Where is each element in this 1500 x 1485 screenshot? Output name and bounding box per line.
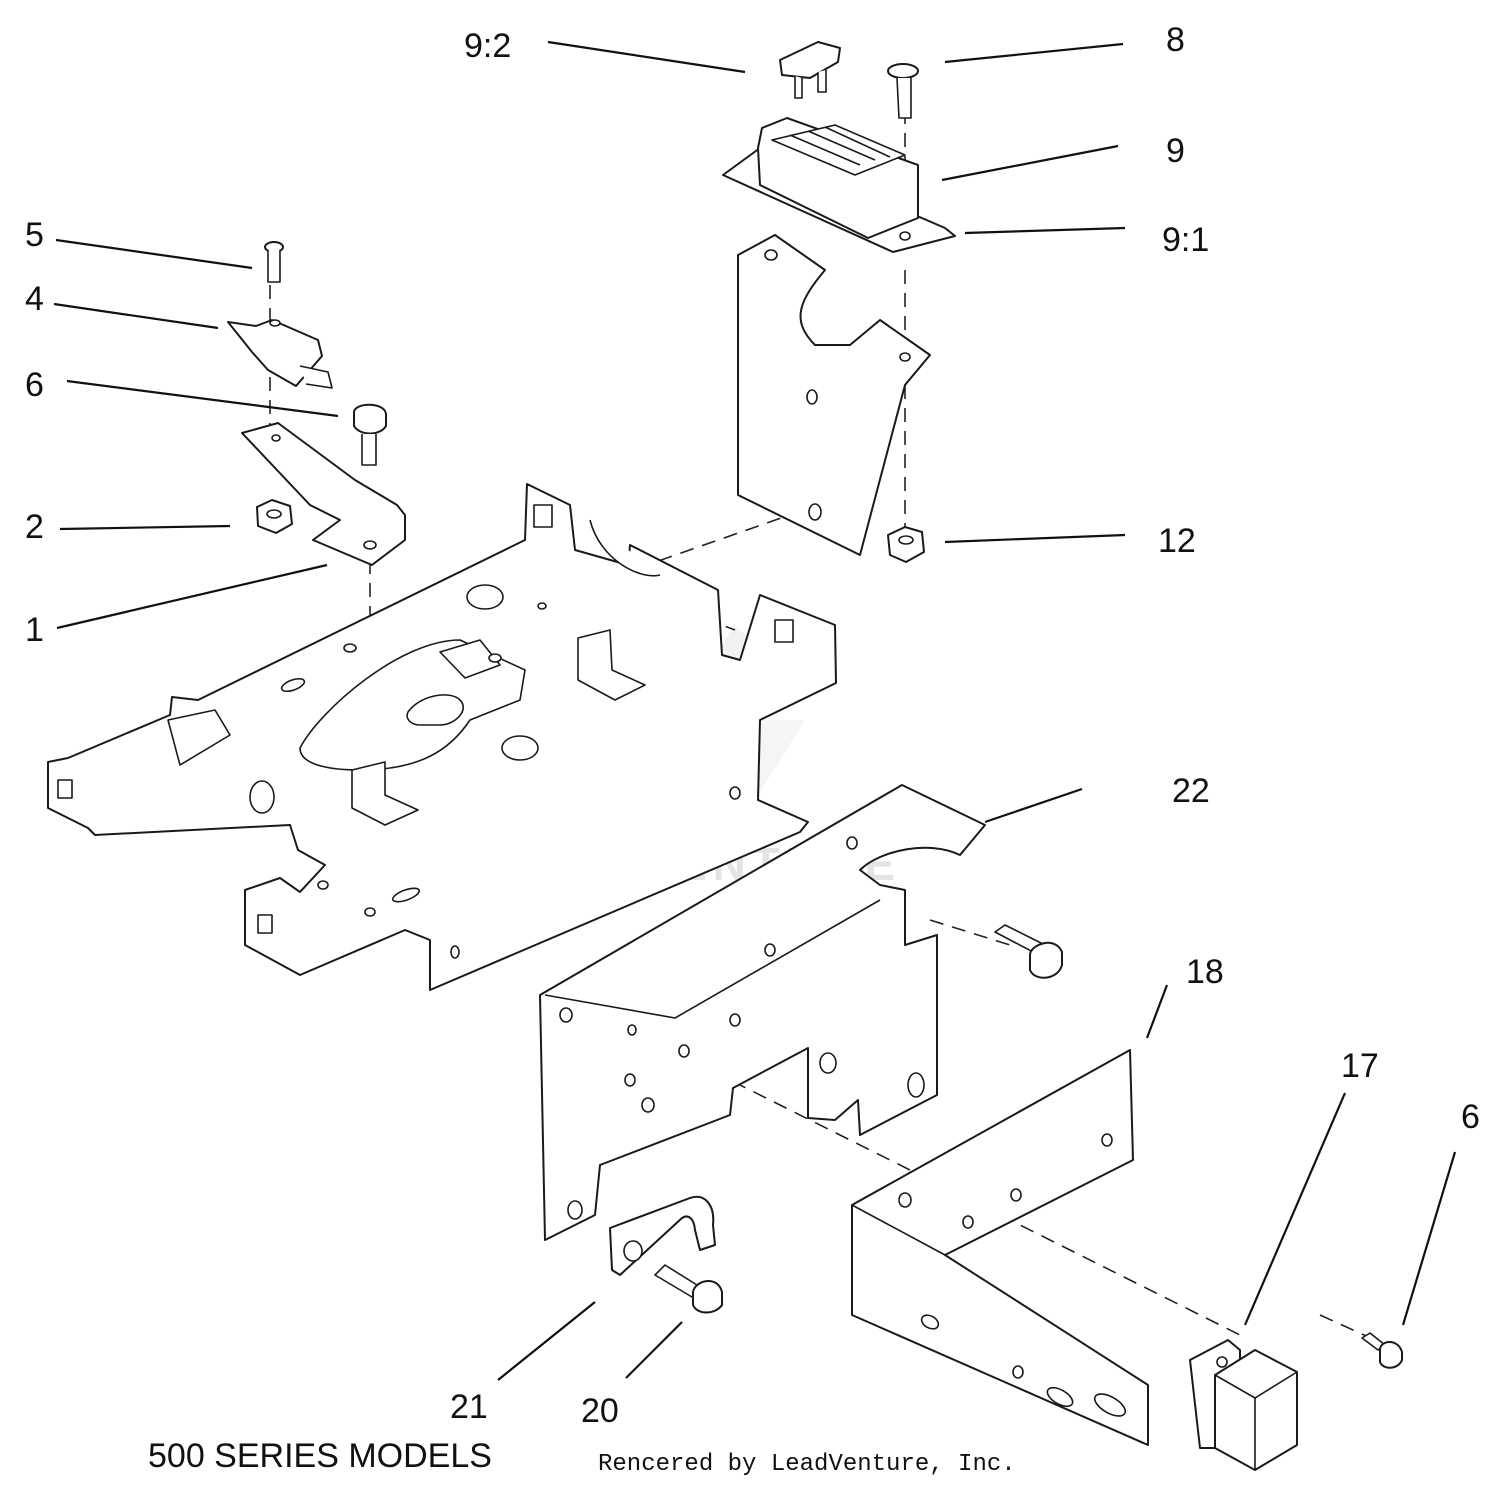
cable-clamp bbox=[609, 1195, 716, 1276]
angle-bracket bbox=[851, 1049, 1149, 1446]
label-9-1: 9:1 bbox=[1162, 221, 1209, 259]
render-credit: Rencered by LeadVenture, Inc. bbox=[598, 1451, 1016, 1478]
label-17: 17 bbox=[1341, 1047, 1379, 1085]
leader-lines bbox=[53, 40, 1457, 1381]
label-6-bottom: 6 bbox=[1461, 1098, 1480, 1136]
label-1: 1 bbox=[25, 611, 44, 649]
label-6-top: 6 bbox=[25, 366, 44, 404]
fuse-9-2 bbox=[779, 41, 841, 99]
vertical-bracket bbox=[539, 784, 986, 1241]
nut-2 bbox=[256, 499, 293, 534]
label-12: 12 bbox=[1158, 522, 1196, 560]
nut-12 bbox=[887, 526, 925, 563]
label-22: 22 bbox=[1172, 772, 1210, 810]
indicator-bracket bbox=[737, 234, 931, 556]
bolt-22-side bbox=[994, 924, 1063, 979]
label-18: 18 bbox=[1186, 953, 1224, 991]
bolt-20 bbox=[654, 1264, 723, 1314]
switch-bracket bbox=[241, 422, 406, 566]
label-20: 20 bbox=[581, 1392, 619, 1430]
diagram-title: 500 SERIES MODELS bbox=[148, 1437, 492, 1475]
relay-module bbox=[1189, 1339, 1298, 1471]
main-frame-plate bbox=[47, 483, 837, 991]
label-9-2: 9:2 bbox=[464, 27, 511, 65]
label-9: 9 bbox=[1166, 132, 1185, 170]
label-2: 2 bbox=[25, 508, 44, 546]
label-21: 21 bbox=[450, 1388, 488, 1426]
micro-switch bbox=[227, 319, 333, 389]
bolt-6-bottom bbox=[1361, 1332, 1403, 1369]
bolt-6-top bbox=[353, 403, 387, 466]
indicator-gauge bbox=[722, 117, 956, 253]
label-5: 5 bbox=[25, 216, 44, 254]
label-4: 4 bbox=[25, 280, 44, 318]
label-8: 8 bbox=[1166, 21, 1185, 59]
screw-8 bbox=[887, 63, 919, 119]
screw-5 bbox=[264, 241, 284, 283]
